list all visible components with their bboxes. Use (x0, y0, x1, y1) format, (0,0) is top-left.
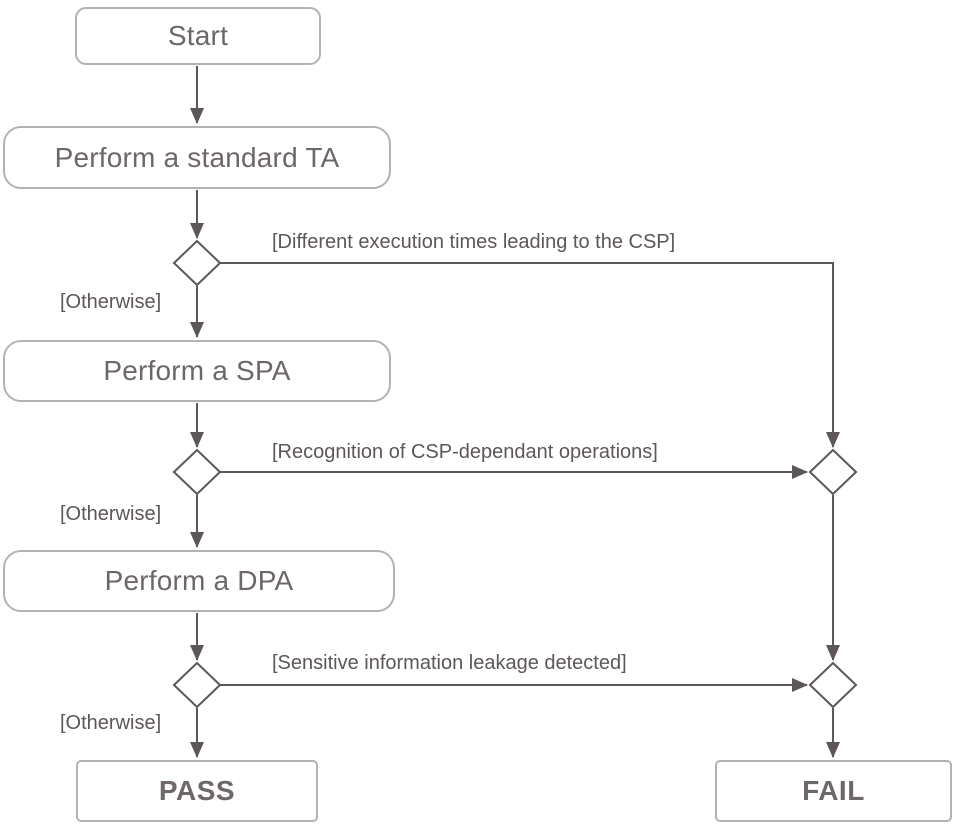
node-perform-spa-label: Perform a SPA (103, 355, 291, 386)
node-fail: FAIL (715, 760, 952, 822)
edge-label-different-execution-times: [Different execution times leading to th… (272, 231, 676, 253)
node-fail-label: FAIL (802, 775, 865, 806)
merge-diamond-1 (808, 448, 858, 496)
node-start: Start (75, 7, 321, 65)
edge-label-otherwise-dpa: [Otherwise] (60, 712, 162, 734)
node-pass: PASS (76, 760, 318, 822)
node-perform-dpa-label: Perform a DPA (104, 565, 294, 596)
edge-label-sensitive-information-leakage: [Sensitive information leakage detected] (272, 652, 627, 674)
node-perform-standard-ta-label: Perform a standard TA (54, 141, 340, 173)
node-perform-spa: Perform a SPA (3, 340, 391, 402)
decision-diamond-ta (172, 239, 222, 287)
edge-label-recognition-csp-operations: [Recognition of CSP-dependant operations… (272, 441, 658, 463)
node-pass-label: PASS (158, 775, 236, 806)
edge-decision1-to-merge1 (220, 262, 840, 448)
decision-diamond-spa (172, 448, 222, 496)
edge-label-otherwise-ta: [Otherwise] (60, 291, 162, 313)
merge-diamond-2 (808, 661, 858, 709)
node-perform-standard-ta: Perform a standard TA (3, 126, 391, 189)
node-start-label: Start (167, 20, 229, 51)
decision-diamond-dpa (172, 661, 222, 709)
node-perform-dpa: Perform a DPA (3, 550, 395, 612)
edge-label-otherwise-spa: [Otherwise] (60, 503, 162, 525)
